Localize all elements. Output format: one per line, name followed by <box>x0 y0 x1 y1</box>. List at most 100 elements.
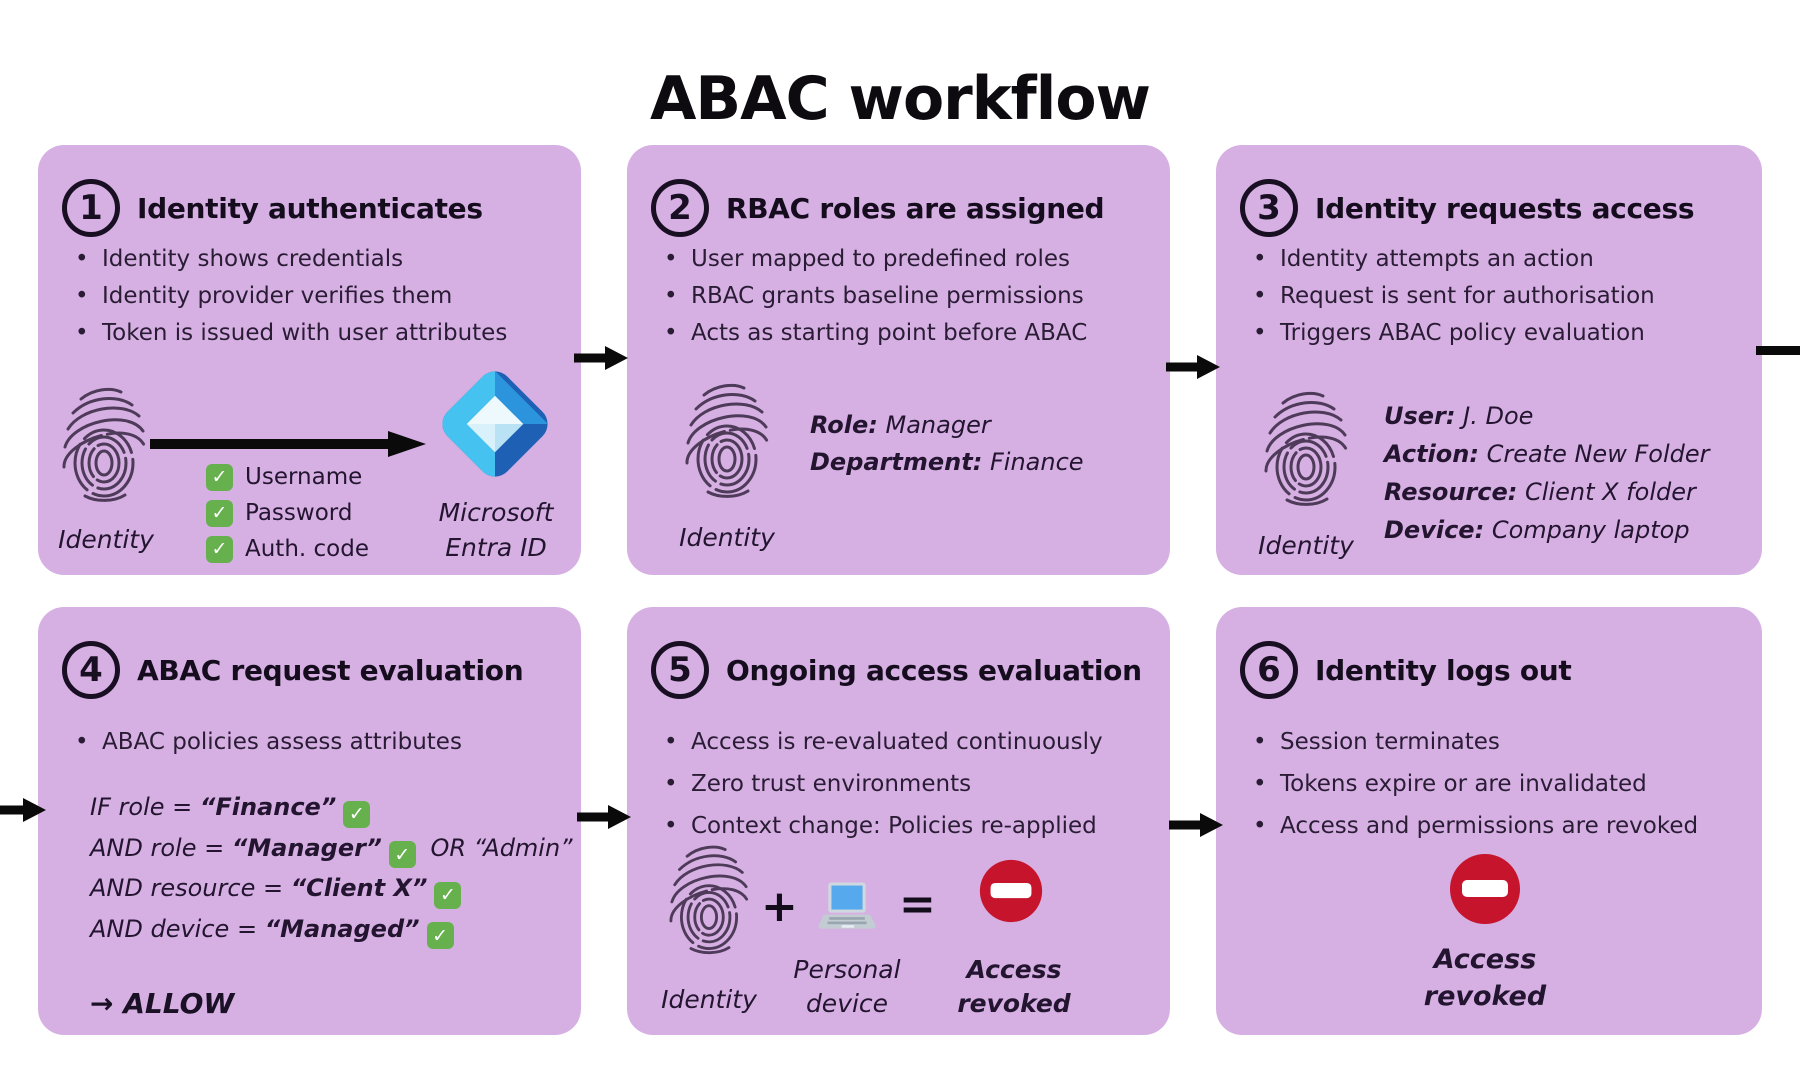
identity-caption: Identity <box>1258 531 1354 560</box>
bullet-list: ABAC policies assess attributes <box>72 721 462 763</box>
rule-value: “Client X” <box>290 874 428 902</box>
no-entry-icon <box>979 859 1043 923</box>
bullet-item: Context change: Policies re-applied <box>661 805 1103 847</box>
access-revoked-caption: Access revoked <box>957 955 1071 1018</box>
step-header: 4 ABAC request evaluation <box>62 641 524 699</box>
step-title: RBAC roles are assigned <box>726 191 1105 225</box>
flow-arrow-entry-step4 <box>0 798 46 822</box>
policy-rule: AND role = “Manager”✓ OR “Admin” <box>90 828 573 868</box>
attribute-row: Resource: Client X folder <box>1384 473 1709 511</box>
step-header: 2 RBAC roles are assigned <box>651 179 1105 237</box>
attribute-value: Company laptop <box>1491 516 1690 544</box>
check-icon: ✓ <box>434 881 462 909</box>
attribute-list: User: J. Doe Action: Create New Folder R… <box>1384 397 1709 549</box>
bullet-item: RBAC grants baseline permissions <box>661 278 1087 315</box>
step-title: Ongoing access evaluation <box>726 653 1142 687</box>
rule-prefix: AND role = <box>90 833 232 862</box>
policy-rule: AND resource = “Client X”✓ <box>90 868 573 909</box>
flow-arrow-step2-step3 <box>1166 355 1220 379</box>
policy-rule: AND device = “Managed”✓ <box>90 909 573 949</box>
access-revoked-caption: Access revoked <box>1423 944 1547 1012</box>
bullet-item: Zero trust environments <box>661 763 1103 805</box>
rule-value: “Finance” <box>199 793 337 821</box>
bullet-item: Token is issued with user attributes <box>72 315 507 352</box>
flow-line-step3-exit <box>1756 346 1800 355</box>
checklist-row: ✓ Auth. code <box>206 531 369 567</box>
step-number-badge: 3 <box>1240 179 1298 237</box>
check-icon: ✓ <box>388 841 416 868</box>
step-panel-identity-requests-access: 3 Identity requests access Identity atte… <box>1216 145 1762 575</box>
bullet-item: ABAC policies assess attributes <box>72 721 462 763</box>
bullet-item: Access and permissions are revoked <box>1250 805 1698 847</box>
bullet-list: Identity attempts an action Request is s… <box>1250 241 1655 352</box>
attribute-value: Manager <box>885 411 991 439</box>
attribute-value: Finance <box>989 448 1084 476</box>
attribute-value: J. Doe <box>1463 402 1534 430</box>
check-icon: ✓ <box>206 499 233 527</box>
bullet-item: Access is re-evaluated continuously <box>661 721 1103 763</box>
step-title: ABAC request evaluation <box>137 653 524 687</box>
policy-rule-list: IF role = “Finance”✓ AND role = “Manager… <box>90 787 573 949</box>
rule-prefix: AND resource = <box>90 874 291 902</box>
checklist-row: ✓ Username <box>206 459 369 495</box>
fingerprint-icon <box>669 845 750 955</box>
authentication-arrow-icon <box>150 431 426 457</box>
check-icon: ✓ <box>206 463 233 491</box>
personal-device-caption: Personal device <box>793 955 901 1018</box>
attribute-label: Role: <box>810 411 878 439</box>
check-icon: ✓ <box>343 800 371 828</box>
attribute-value: Create New Folder <box>1486 440 1710 468</box>
bullet-item: Identity shows credentials <box>72 241 507 278</box>
page-title: ABAC workflow <box>650 64 1151 135</box>
checklist-row: ✓ Password <box>206 495 369 531</box>
step-panel-abac-evaluation: 4 ABAC request evaluation ABAC policies … <box>38 607 581 1035</box>
identity-caption: Identity <box>58 525 154 554</box>
equals-operator: = <box>899 879 936 930</box>
rule-value: “Managed” <box>264 914 420 943</box>
step-title: Identity authenticates <box>137 191 483 225</box>
policy-rule: IF role = “Finance”✓ <box>90 787 573 828</box>
fingerprint-icon <box>62 387 147 502</box>
attribute-label: Device: <box>1384 516 1485 544</box>
bullet-item: Identity attempts an action <box>1250 241 1655 278</box>
bullet-item: Session terminates <box>1250 721 1698 763</box>
allow-result: → ALLOW <box>90 987 235 1020</box>
step-number-badge: 6 <box>1240 641 1298 699</box>
attribute-row: Action: Create New Folder <box>1384 435 1709 473</box>
microsoft-entra-id-logo <box>442 370 549 477</box>
step-title: Identity requests access <box>1315 191 1695 225</box>
step-panel-rbac-roles: 2 RBAC roles are assigned User mapped to… <box>627 145 1170 575</box>
bullet-item: Request is sent for authorisation <box>1250 278 1655 315</box>
flow-arrow-step4-step5 <box>577 805 631 829</box>
no-entry-icon <box>1450 854 1520 924</box>
bullet-item: User mapped to predefined roles <box>661 241 1087 278</box>
check-icon: ✓ <box>206 535 233 563</box>
step-panel-ongoing-evaluation: 5 Ongoing access evaluation Access is re… <box>627 607 1170 1035</box>
checklist-label: Password <box>245 500 353 526</box>
identity-caption: Identity <box>661 985 757 1014</box>
rule-prefix: AND device = <box>90 914 265 943</box>
checklist-label: Username <box>245 464 363 490</box>
step-number-badge: 2 <box>651 179 709 237</box>
plus-operator: + <box>761 881 798 932</box>
entra-id-caption: Microsoft Entra ID <box>438 498 554 562</box>
bullet-list: Access is re-evaluated continuously Zero… <box>661 721 1103 847</box>
attribute-label: User: <box>1384 402 1456 430</box>
rule-prefix: IF role = <box>90 793 200 821</box>
step-header: 3 Identity requests access <box>1240 179 1695 237</box>
bullet-list: User mapped to predefined roles RBAC gra… <box>661 241 1087 352</box>
flow-arrow-step1-step2 <box>574 346 628 370</box>
laptop-icon <box>818 882 876 929</box>
attribute-list: Role: Manager Department: Finance <box>810 407 1084 481</box>
fingerprint-icon <box>1264 391 1349 506</box>
identity-caption: Identity <box>679 523 775 552</box>
step-header: 5 Ongoing access evaluation <box>651 641 1142 699</box>
step-number-badge: 4 <box>62 641 120 699</box>
bullet-item: Acts as starting point before ABAC <box>661 315 1087 352</box>
attribute-label: Resource: <box>1384 478 1518 506</box>
rule-value: “Manager” <box>231 833 382 862</box>
attribute-label: Action: <box>1384 440 1479 468</box>
step-number-badge: 5 <box>651 641 709 699</box>
bullet-item: Triggers ABAC policy evaluation <box>1250 315 1655 352</box>
bullet-item: Identity provider verifies them <box>72 278 507 315</box>
